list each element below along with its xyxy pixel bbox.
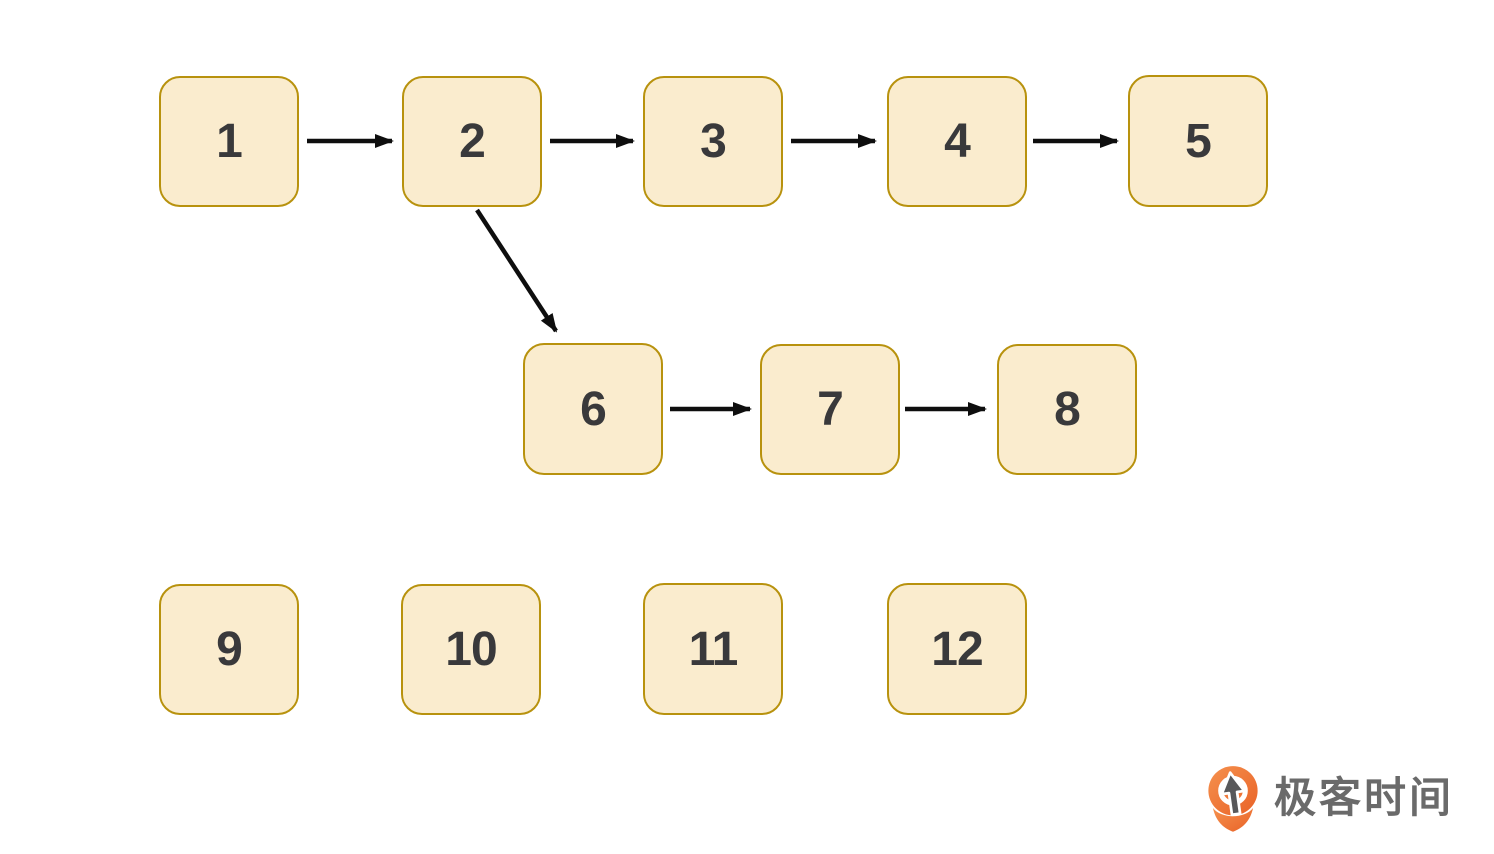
list-node-2: 2	[402, 76, 542, 207]
logo-arrow	[1220, 771, 1246, 817]
list-node-12: 12	[887, 583, 1027, 715]
list-node-11: 11	[643, 583, 783, 715]
list-node-3: 3	[643, 76, 783, 207]
list-node-5: 5	[1128, 75, 1268, 207]
list-node-6: 6	[523, 343, 663, 475]
geektime-logo-text: 极客时间	[1274, 774, 1455, 821]
list-node-8: 8	[997, 344, 1137, 475]
list-node-4: 4	[887, 76, 1027, 207]
logo-pin-tail	[1212, 808, 1254, 832]
geektime-logo: 极客时间	[1202, 762, 1454, 834]
list-node-7: 7	[760, 344, 900, 475]
geektime-logo-icon	[1208, 766, 1258, 832]
list-node-9: 9	[159, 584, 299, 715]
list-node-1: 1	[159, 76, 299, 207]
edge-arrow-2-to-6	[475, 208, 558, 333]
list-node-10: 10	[401, 584, 541, 715]
